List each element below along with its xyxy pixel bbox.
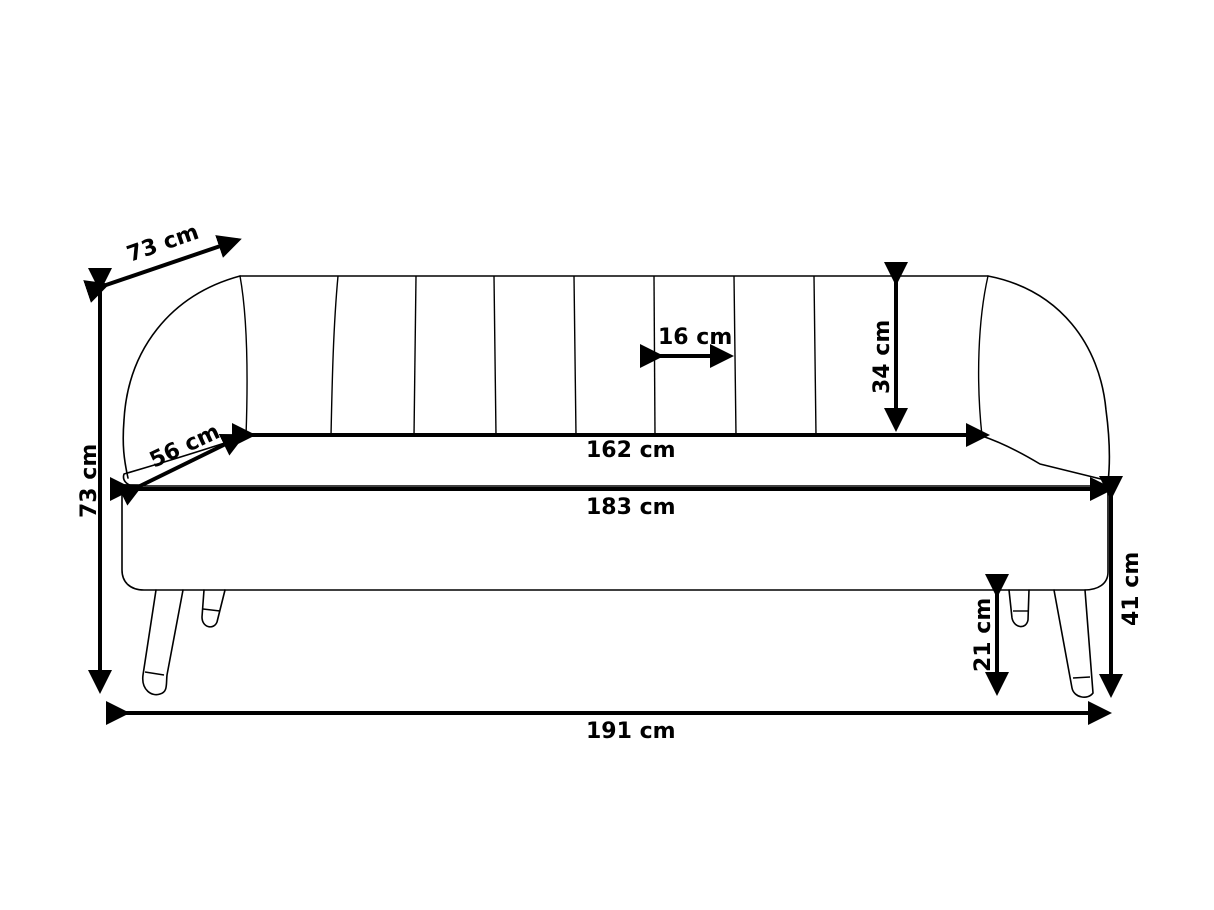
depth-top-arrow — [83, 235, 242, 303]
left-armrest-inner-seam — [239, 275, 248, 437]
total-height-label: 73 cm — [77, 444, 102, 518]
right-armrest-flap — [981, 435, 1106, 481]
right-armrest — [987, 275, 1111, 483]
backrest-channels — [330, 275, 817, 437]
channel-width-label: 16 cm — [658, 325, 732, 350]
right-armrest-inner-seam — [977, 275, 989, 437]
legs — [142, 589, 1094, 698]
backrest-height-label: 34 cm — [870, 320, 895, 394]
seat-width-label: 162 cm — [586, 438, 676, 463]
total-width-label: 191 cm — [586, 719, 676, 744]
depth-top-label: 73 cm — [124, 220, 202, 268]
leg-height-label: 21 cm — [971, 598, 996, 672]
seat-frame-width-label: 183 cm — [586, 495, 676, 520]
sofa-outline — [121, 275, 1111, 698]
seat-height-label: 41 cm — [1119, 552, 1144, 626]
dimension-lines — [83, 235, 1123, 725]
